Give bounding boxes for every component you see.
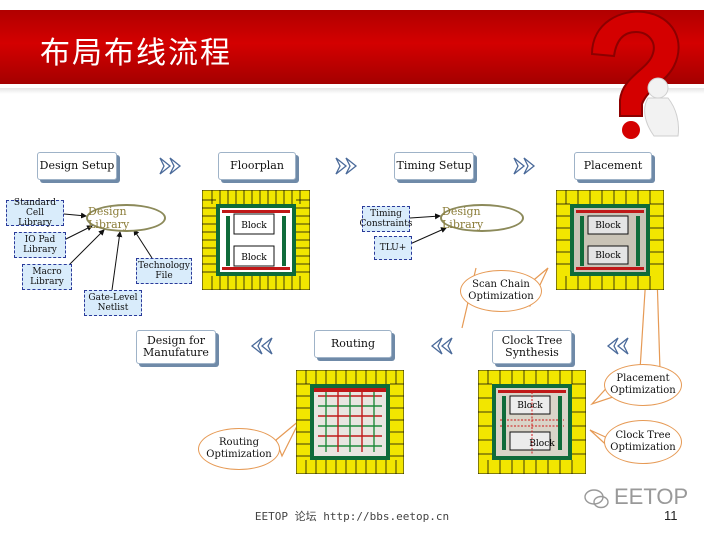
step-timing-setup: Timing Setup (394, 152, 474, 180)
wechat-icon (584, 489, 609, 509)
banner-shadow (0, 88, 704, 94)
block-label: Block (595, 221, 621, 231)
arrow-right-3 (513, 157, 535, 175)
title-banner (0, 10, 704, 94)
step-floorplan: Floorplan (218, 152, 296, 180)
placement-chip: Block Block (556, 190, 664, 290)
design-library-node: Design Library (86, 204, 166, 232)
timing-library-node: Design Library (440, 204, 524, 232)
step-routing: Routing (314, 330, 392, 358)
routing-chip (296, 370, 404, 474)
slide-title: 布局布线流程 (40, 36, 232, 71)
step-design-setup: Design Setup (37, 152, 117, 180)
block-label: Block (517, 401, 543, 411)
step-placement: Placement (574, 152, 652, 180)
question-mark-icon (590, 10, 680, 139)
block-label: Block (529, 439, 555, 449)
footer-text: EETOP 论坛 http://bbs.eetop.cn (254, 510, 450, 523)
input-tlu-plus: TLU+ (374, 236, 412, 260)
clock-tree-chip: Block Block (478, 370, 586, 474)
block-label: Block (241, 253, 267, 263)
arrow-right-2 (335, 157, 357, 175)
arrow-left-1 (607, 337, 629, 355)
floorplan-chip: Block Block (202, 190, 310, 290)
arrow-left-3 (251, 337, 273, 355)
arrow-left-2 (431, 337, 453, 355)
watermark-text: EETOP (614, 484, 689, 509)
block-label: Block (595, 251, 621, 261)
block-label: Block (241, 221, 267, 231)
arrow-right-1 (159, 157, 181, 175)
page-number: 11 (664, 508, 678, 523)
